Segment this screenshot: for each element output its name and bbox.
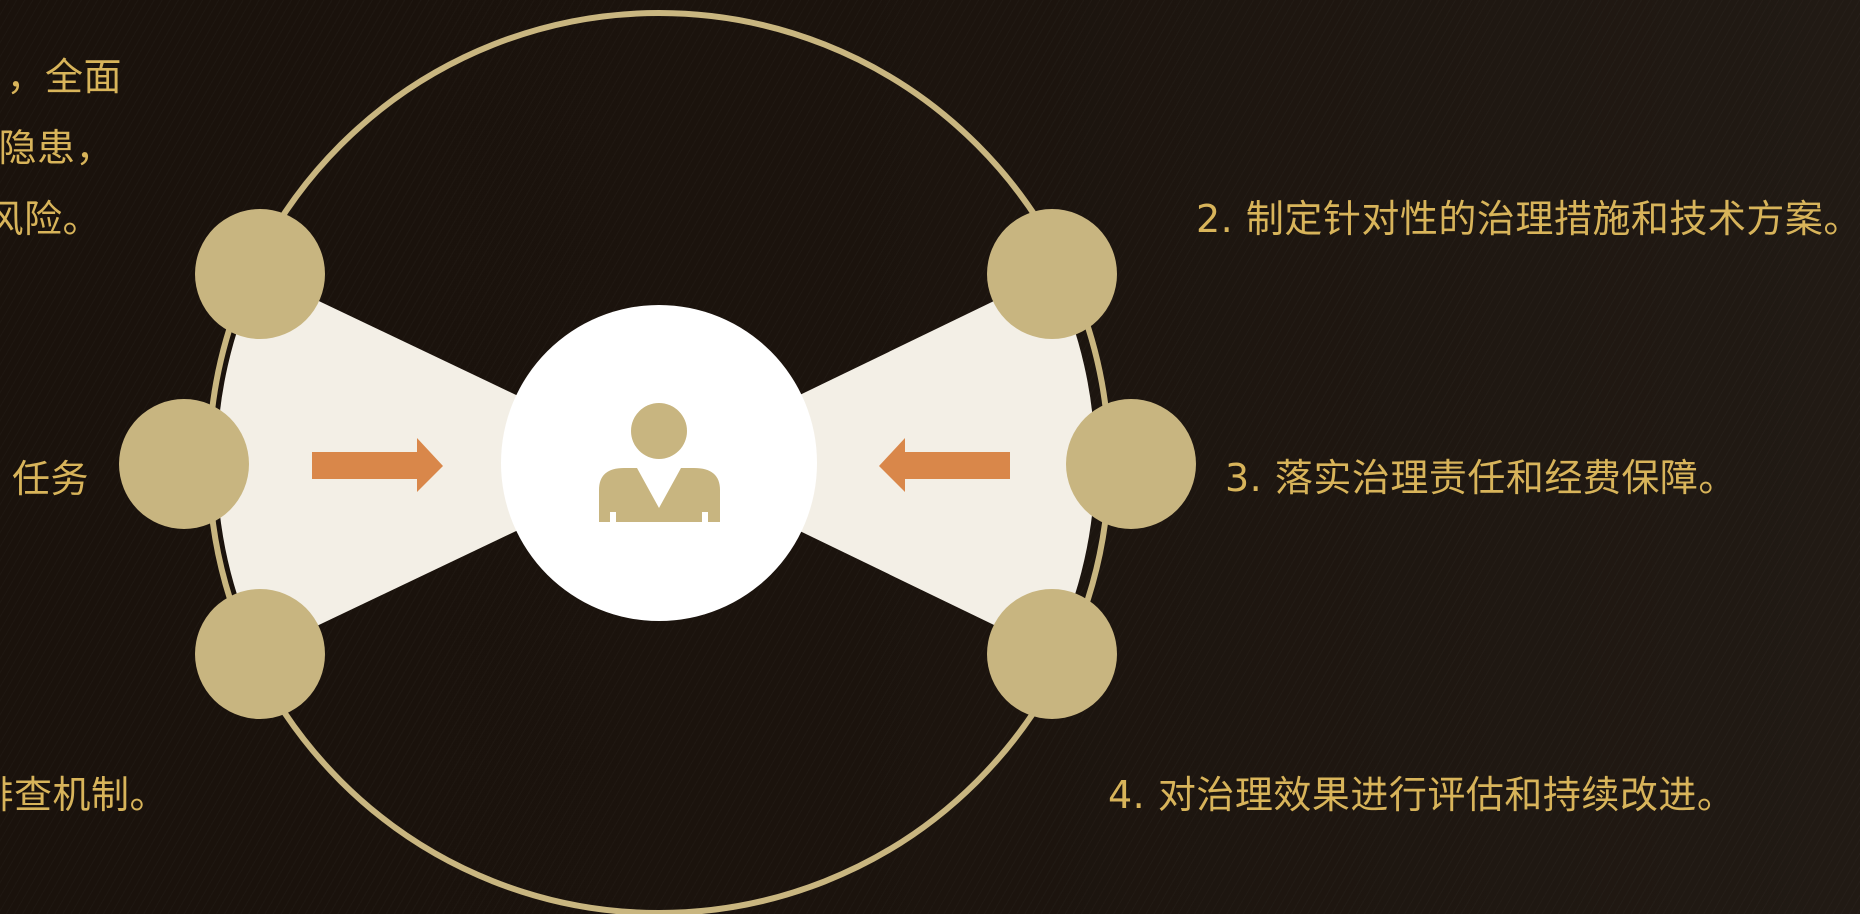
node-right-top bbox=[987, 209, 1117, 339]
node-right-middle bbox=[1066, 399, 1196, 529]
arrow-right-icon bbox=[312, 438, 443, 492]
left-task-label: 任务 bbox=[12, 457, 90, 501]
left-text-line-4: 排查机制。 bbox=[0, 773, 168, 817]
right-item-4: 4. 对治理效果进行评估和持续改进。 bbox=[1108, 773, 1736, 817]
arrow-left-icon bbox=[879, 438, 1010, 492]
node-left-middle bbox=[119, 399, 249, 529]
right-wing-shape bbox=[659, 273, 1096, 653]
left-text-line-3: 风险。 bbox=[0, 197, 101, 241]
center-circle bbox=[501, 305, 817, 621]
node-left-top bbox=[195, 209, 325, 339]
left-text-line-2: 隐患， bbox=[0, 126, 114, 170]
person-icon bbox=[599, 403, 720, 522]
right-item-3: 3. 落实治理责任和经费保障。 bbox=[1225, 456, 1737, 500]
left-text-line-1: ，全面 bbox=[6, 55, 122, 99]
right-item-2: 2. 制定针对性的治理措施和技术方案。 bbox=[1196, 197, 1860, 241]
node-right-bottom bbox=[987, 589, 1117, 719]
node-left-bottom bbox=[195, 589, 325, 719]
